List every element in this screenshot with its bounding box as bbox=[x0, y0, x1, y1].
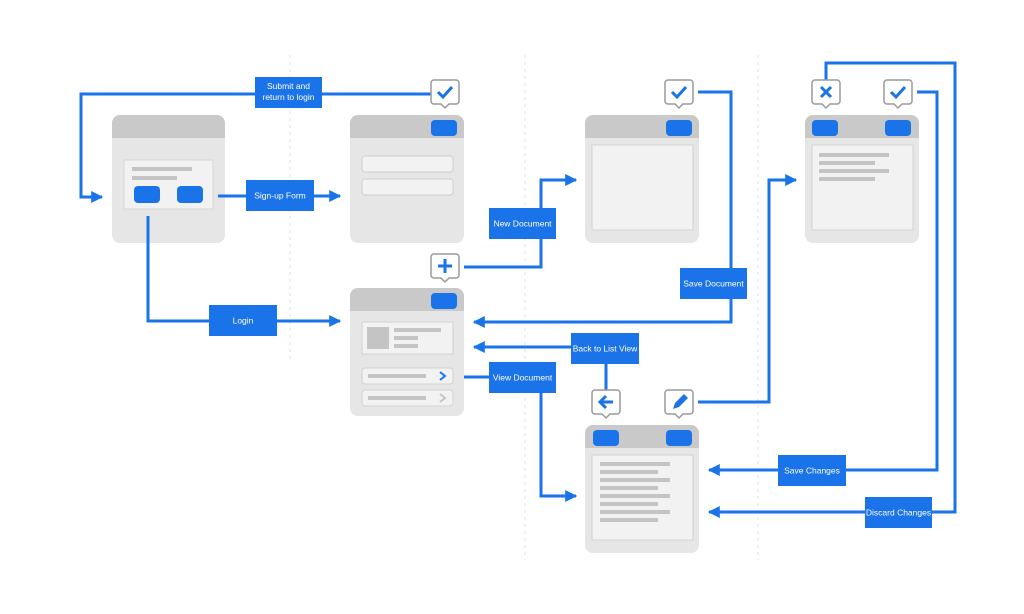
label-submit-return-line2: return to login bbox=[263, 92, 315, 102]
label-save-changes: Save Changes bbox=[778, 455, 846, 486]
label-new-document-text: New Document bbox=[493, 219, 552, 229]
check-icon[interactable] bbox=[883, 79, 913, 110]
label-signup-form-text: Sign-up Form bbox=[254, 191, 306, 201]
flow-view-document bbox=[464, 375, 578, 502]
plus-icon[interactable] bbox=[430, 253, 460, 284]
label-back-to-list-text: Back to List View bbox=[573, 344, 638, 354]
check-icon[interactable] bbox=[664, 79, 694, 110]
label-submit-return: Submit and return to login bbox=[255, 77, 322, 108]
screen-list-view bbox=[350, 288, 464, 416]
signup-field-2[interactable] bbox=[361, 178, 454, 196]
list-new-button[interactable] bbox=[431, 293, 457, 309]
signup-field-1[interactable] bbox=[361, 155, 454, 173]
screen-signup-form bbox=[350, 115, 464, 243]
signup-submit-button[interactable] bbox=[431, 120, 457, 136]
edit-pencil-icon[interactable] bbox=[664, 389, 694, 420]
label-save-document: Save Document bbox=[680, 268, 747, 299]
label-login: Login bbox=[209, 305, 277, 336]
label-save-changes-text: Save Changes bbox=[784, 466, 840, 476]
view-back-button[interactable] bbox=[593, 430, 619, 446]
label-save-document-text: Save Document bbox=[683, 279, 744, 289]
check-icon[interactable] bbox=[430, 79, 460, 110]
edit-save-button[interactable] bbox=[885, 120, 911, 136]
label-back-to-list: Back to List View bbox=[571, 333, 639, 364]
screen-landing bbox=[112, 115, 225, 243]
new-doc-save-button[interactable] bbox=[666, 120, 692, 136]
flow-edit-document bbox=[698, 174, 798, 404]
label-login-text: Login bbox=[233, 316, 254, 326]
label-signup-form: Sign-up Form bbox=[246, 180, 314, 211]
label-discard-changes-text: Discard Changes bbox=[866, 508, 931, 518]
chevron-right-icon bbox=[439, 371, 447, 381]
label-discard-changes: Discard Changes bbox=[865, 497, 932, 528]
label-new-document: New Document bbox=[489, 208, 556, 239]
screen-view-document bbox=[585, 425, 699, 553]
back-arrow-icon[interactable] bbox=[591, 389, 621, 420]
label-view-document: View Document bbox=[489, 362, 556, 393]
view-edit-button[interactable] bbox=[666, 430, 692, 446]
label-submit-return-line1: Submit and bbox=[267, 81, 310, 91]
landing-signup-button[interactable] bbox=[134, 186, 160, 203]
list-item-2[interactable] bbox=[361, 389, 454, 407]
flow-save-document bbox=[472, 90, 733, 328]
chevron-right-icon bbox=[439, 393, 447, 403]
screen-edit-document bbox=[805, 115, 919, 243]
label-view-document-text: View Document bbox=[493, 373, 553, 383]
landing-login-button[interactable] bbox=[177, 186, 203, 203]
edit-discard-button[interactable] bbox=[812, 120, 838, 136]
close-icon[interactable] bbox=[811, 79, 841, 110]
screen-new-document bbox=[585, 115, 699, 243]
list-item-1[interactable] bbox=[361, 367, 454, 385]
